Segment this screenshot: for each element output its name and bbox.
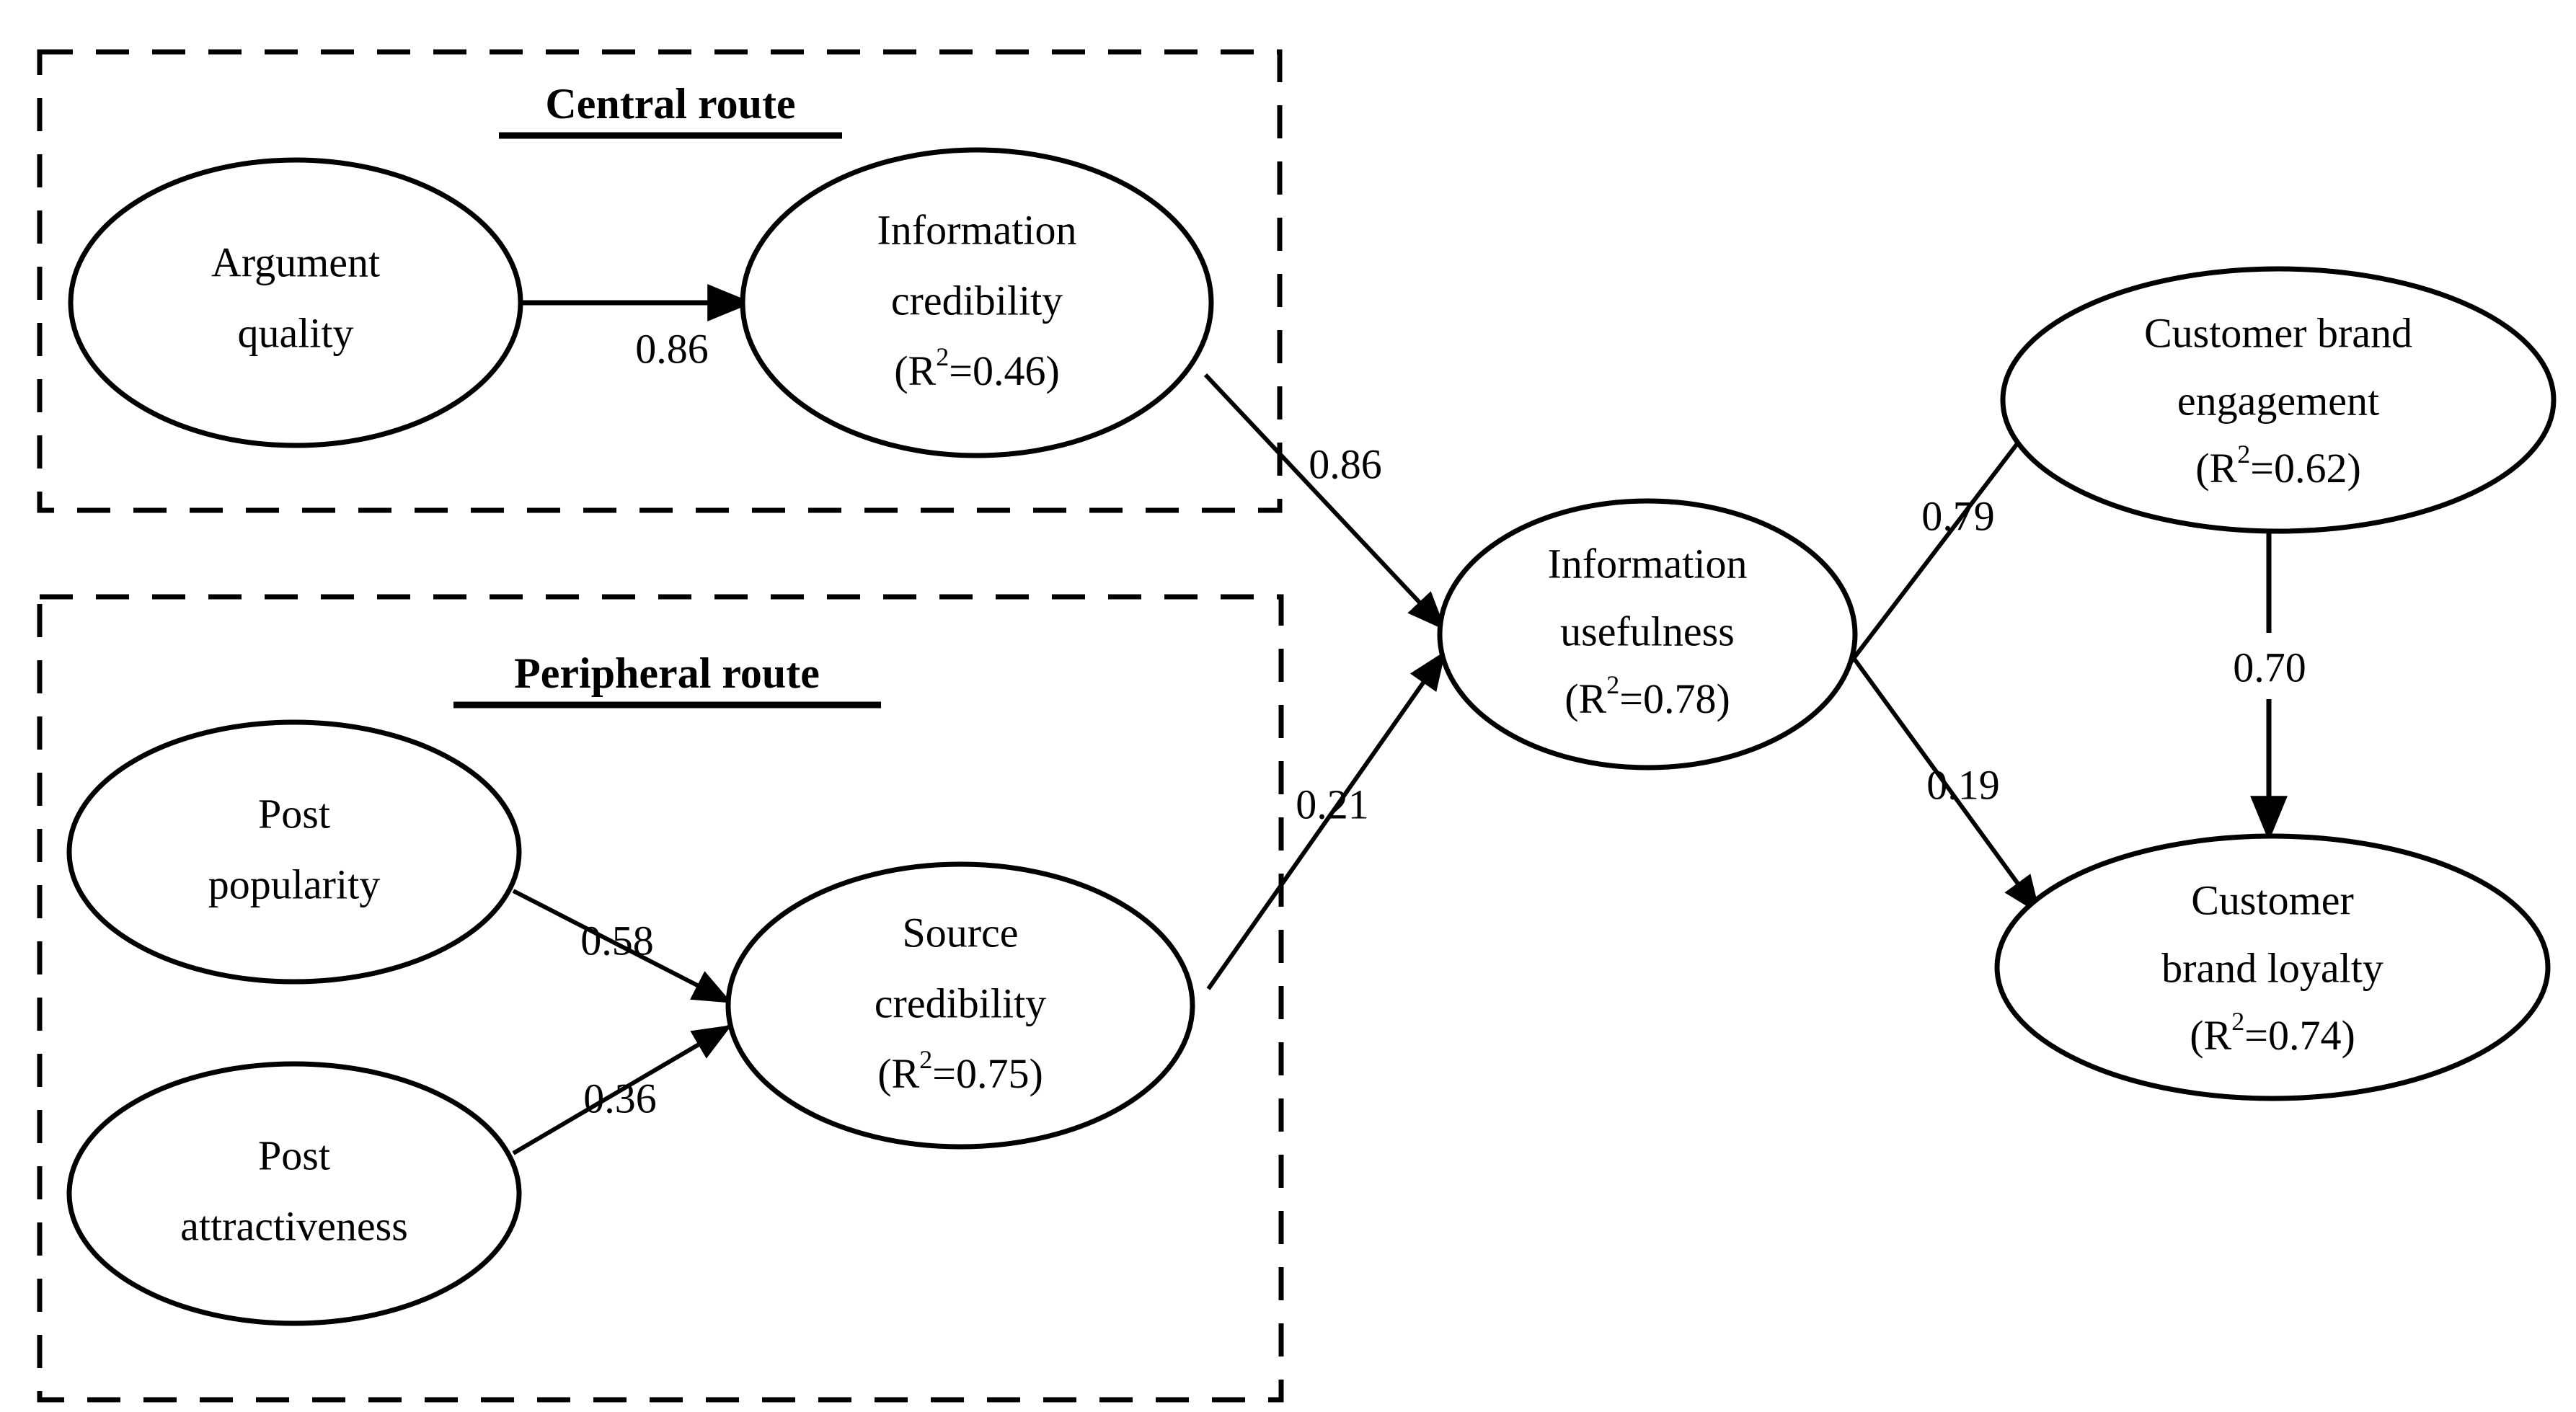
node-information-usefulness-line1: Information — [1547, 540, 1747, 587]
node-source-credibility-line2: credibility — [875, 980, 1046, 1026]
node-customer-brand-engagement-r2: (R2=0.62) — [2195, 440, 2361, 492]
peripheral-route-box — [37, 594, 1284, 1403]
node-customer-brand-loyalty-line1: Customer — [2191, 876, 2354, 923]
node-information-credibility[interactable]: Information credibility (R2=0.46) — [740, 147, 1214, 458]
node-customer-brand-engagement-line1: Customer brand — [2144, 309, 2412, 356]
node-source-credibility-r2: (R2=0.75) — [877, 1045, 1043, 1097]
node-customer-brand-loyalty[interactable]: Customer brand loyalty (R2=0.74) — [1994, 833, 2551, 1101]
edge-label-ic-iu: 0.86 — [1309, 440, 1382, 487]
edge-label-pa-sc: 0.36 — [583, 1075, 657, 1122]
node-source-credibility-shape — [725, 861, 1195, 1150]
edge-label-cbe-cbl: 0.70 — [2233, 644, 2306, 691]
node-source-credibility-line1: Source — [902, 909, 1018, 956]
central-route-box — [37, 49, 1283, 513]
node-customer-brand-loyalty-shape — [1994, 833, 2551, 1101]
node-argument-quality[interactable]: Argument quality — [68, 157, 523, 448]
node-source-credibility[interactable]: Source credibility (R2=0.75) — [725, 861, 1195, 1150]
edge-label-pp-sc: 0.58 — [580, 917, 654, 964]
node-customer-brand-engagement-line2: engagement — [2177, 377, 2379, 424]
node-information-credibility-shape — [740, 147, 1214, 458]
central-route-label: Central route — [545, 80, 795, 128]
node-information-usefulness-r2: (R2=0.78) — [1564, 670, 1730, 722]
node-argument-quality-line2: quality — [237, 309, 353, 356]
node-argument-quality-line1: Argument — [211, 239, 380, 285]
node-customer-brand-engagement-shape — [2000, 266, 2557, 534]
node-information-credibility-line2: credibility — [891, 277, 1063, 324]
peripheral-route-label: Peripheral route — [514, 649, 820, 697]
edge-label-aq-ic: 0.86 — [635, 325, 709, 372]
node-information-credibility-line1: Information — [877, 206, 1076, 253]
edge-label-iu-cbl: 0.19 — [1926, 761, 2000, 808]
node-post-popularity[interactable]: Post popularity — [66, 719, 522, 985]
node-post-attractiveness[interactable]: Post attractiveness — [66, 1061, 522, 1326]
node-customer-brand-loyalty-line2: brand loyalty — [2161, 944, 2384, 991]
edge-information-usefulness-to-customer-brand-loyalty — [1848, 652, 2041, 915]
edge-information-usefulness-to-customer-brand-engagement — [1848, 404, 2048, 665]
node-customer-brand-loyalty-r2: (R2=0.74) — [2190, 1007, 2355, 1059]
node-post-popularity-shape — [66, 719, 522, 985]
node-information-usefulness[interactable]: Information usefulness (R2=0.78) — [1437, 498, 1858, 771]
edge-source-credibility-to-information-usefulness — [1206, 651, 1446, 990]
node-customer-brand-engagement[interactable]: Customer brand engagement (R2=0.62) — [2000, 266, 2557, 534]
edge-information-credibility-to-information-usefulness — [1203, 373, 1446, 631]
node-information-credibility-r2: (R2=0.46) — [894, 342, 1060, 394]
node-argument-quality-shape — [68, 157, 523, 448]
edge-label-iu-cbe: 0.79 — [1921, 492, 1995, 539]
edge-label-sc-iu: 0.21 — [1296, 781, 1369, 827]
edge-post-popularity-to-source-credibility — [512, 889, 732, 1004]
node-post-popularity-line1: Post — [258, 790, 330, 837]
node-post-attractiveness-line2: attractiveness — [180, 1202, 408, 1249]
node-post-popularity-line2: popularity — [208, 861, 380, 907]
node-information-usefulness-shape — [1437, 498, 1858, 771]
edge-post-attractiveness-to-source-credibility — [512, 1024, 732, 1155]
node-post-attractiveness-line1: Post — [258, 1132, 330, 1178]
node-post-attractiveness-shape — [66, 1061, 522, 1326]
node-information-usefulness-line2: usefulness — [1560, 608, 1735, 654]
